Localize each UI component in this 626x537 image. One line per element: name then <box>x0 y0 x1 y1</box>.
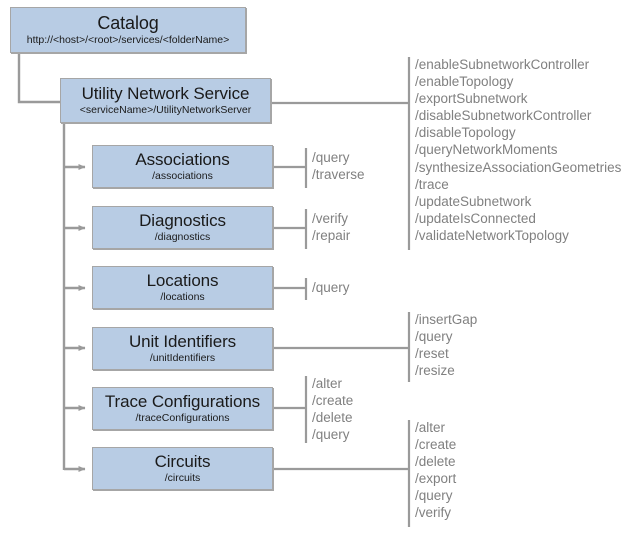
node-diagnostics-path: /diagnostics <box>154 231 211 244</box>
node-unit-identifiers-path: /unitIdentifiers <box>149 352 216 365</box>
operation-item[interactable]: /export <box>415 471 457 487</box>
operations-locations: /query <box>312 279 350 296</box>
node-circuits-path: /circuits <box>164 472 201 485</box>
operation-item[interactable]: /insertGap <box>415 312 478 327</box>
operation-item[interactable]: /updateSubnetwork <box>415 193 532 209</box>
operation-item[interactable]: /disableTopology <box>415 125 516 141</box>
operation-item[interactable]: /query <box>312 427 350 443</box>
node-trace-configurations[interactable]: Trace Configurations /traceConfiguration… <box>92 387 273 430</box>
operations-utility-network-service: /enableSubnetworkController /enableTopol… <box>415 56 621 244</box>
operation-item[interactable]: /reset <box>415 346 449 362</box>
operation-item[interactable]: /traverse <box>312 167 365 183</box>
node-unit-identifiers-title: Unit Identifiers <box>128 331 237 351</box>
operation-item[interactable]: /repair <box>312 228 351 244</box>
node-associations[interactable]: Associations /associations <box>92 145 273 188</box>
operation-item[interactable]: /query <box>312 150 350 165</box>
operations-diagnostics: /verify /repair <box>312 210 350 244</box>
node-unit-identifiers[interactable]: Unit Identifiers /unitIdentifiers <box>92 327 273 370</box>
operations-trace-configurations: /alter /create /delete /query <box>312 375 353 443</box>
operation-item[interactable]: /query <box>415 329 453 345</box>
operation-item[interactable]: /resize <box>415 363 455 379</box>
operation-item[interactable]: /verify <box>415 505 452 521</box>
node-locations-path: /locations <box>160 291 205 304</box>
node-trace-configurations-title: Trace Configurations <box>104 391 261 411</box>
node-locations[interactable]: Locations /locations <box>92 266 273 309</box>
node-catalog-title: Catalog <box>97 12 159 33</box>
node-utility-network-service[interactable]: Utility Network Service <serviceName>/Ut… <box>60 78 271 123</box>
node-catalog-path: http://<host>/<root>/services/<folderNam… <box>26 34 230 47</box>
operation-item[interactable]: /updateIsConnected <box>415 210 536 226</box>
operation-item[interactable]: /disableSubnetworkController <box>415 108 592 124</box>
node-associations-title: Associations <box>135 149 230 169</box>
operation-item[interactable]: /enableTopology <box>415 74 514 90</box>
operation-item[interactable]: /alter <box>415 420 446 435</box>
node-locations-title: Locations <box>146 270 219 290</box>
node-circuits[interactable]: Circuits /circuits <box>92 447 273 490</box>
node-utility-network-service-path: <serviceName>/UtilityNetworkServer <box>79 104 252 117</box>
operation-item[interactable]: /trace <box>415 176 449 192</box>
operation-item[interactable]: /exportSubnetwork <box>415 91 528 107</box>
operations-circuits: /alter /create /delete /export /query /v… <box>415 419 456 522</box>
operation-item[interactable]: /verify <box>312 211 349 226</box>
operations-unit-identifiers: /insertGap /query /reset /resize <box>415 311 477 379</box>
operations-associations: /query /traverse <box>312 149 365 183</box>
operation-item[interactable]: /query <box>415 488 453 504</box>
node-diagnostics[interactable]: Diagnostics /diagnostics <box>92 206 273 249</box>
node-catalog[interactable]: Catalog http://<host>/<root>/services/<f… <box>10 7 246 53</box>
operation-item[interactable]: /alter <box>312 376 343 391</box>
node-utility-network-service-title: Utility Network Service <box>81 83 250 103</box>
operation-item[interactable]: /query <box>312 280 350 295</box>
node-trace-configurations-path: /traceConfigurations <box>135 412 230 425</box>
operation-item[interactable]: /create <box>312 393 354 409</box>
operation-item[interactable]: /delete <box>312 410 353 426</box>
node-diagnostics-title: Diagnostics <box>139 210 226 230</box>
node-circuits-title: Circuits <box>154 451 211 471</box>
operation-item[interactable]: /validateNetworkTopology <box>415 227 569 243</box>
operation-item[interactable]: /queryNetworkMoments <box>415 142 558 158</box>
node-associations-path: /associations <box>152 170 213 183</box>
operation-item[interactable]: /enableSubnetworkController <box>415 57 590 72</box>
operation-item[interactable]: /delete <box>415 454 456 470</box>
operation-item[interactable]: /synthesizeAssociationGeometries <box>415 159 622 175</box>
operation-item[interactable]: /create <box>415 437 457 453</box>
